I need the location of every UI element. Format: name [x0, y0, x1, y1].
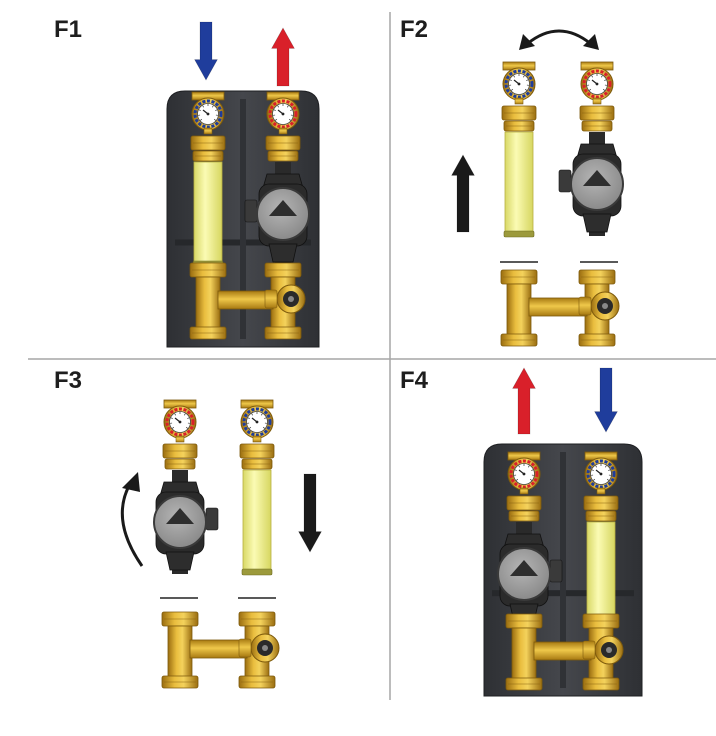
panel-label-f2: F2 [400, 16, 428, 44]
panel-label-f4: F4 [400, 367, 428, 395]
panel-label-f1: F1 [54, 16, 82, 44]
straight-arrow-icon [272, 28, 295, 86]
thermometer-gauge-icon [503, 62, 535, 104]
mixing-valve-icon [162, 612, 279, 688]
straight-arrow-icon [195, 22, 218, 80]
straight-arrow-icon [452, 155, 475, 232]
thermometer-gauge-icon [164, 400, 196, 442]
circulator-pump-icon [559, 132, 623, 236]
circulator-pump-icon [154, 470, 218, 574]
straight-arrow-icon [595, 368, 618, 432]
mixing-valve-icon [501, 270, 619, 346]
panel-f3 [122, 400, 321, 688]
curved-double-arrow-icon [519, 31, 599, 50]
curved-arrow-icon [122, 472, 142, 566]
panel-label-f3: F3 [54, 367, 82, 395]
panel-f2 [452, 31, 623, 346]
panel-f1 [167, 22, 319, 347]
flow-tube [242, 470, 272, 575]
flow-tube [504, 132, 534, 237]
flow-tube [586, 522, 616, 627]
thermometer-gauge-icon [581, 62, 613, 104]
straight-arrow-icon [299, 474, 322, 552]
straight-arrow-icon [513, 368, 536, 434]
panel-f4 [484, 368, 642, 696]
flow-tube [193, 162, 223, 267]
thermometer-gauge-icon [241, 400, 273, 442]
